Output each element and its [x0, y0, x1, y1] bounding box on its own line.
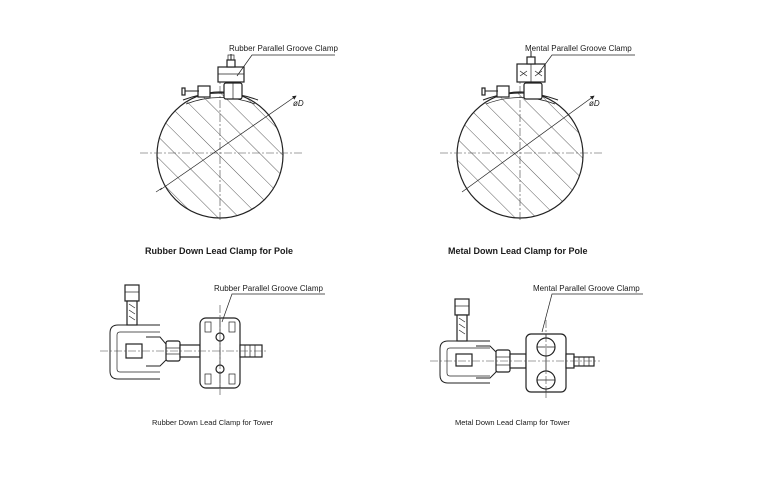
groove-clamp-body	[217, 54, 245, 100]
pole-clamp-rubber: Rubber Parallel Groove Clamp øD Rubber D…	[140, 44, 338, 256]
callout-leader	[541, 293, 643, 333]
groove-clamp-body	[516, 51, 546, 100]
caption: Rubber Down Lead Clamp for Tower	[152, 418, 274, 427]
caption: Metal Down Lead Clamp for Pole	[448, 246, 588, 256]
pole-clamp-metal: Mental Parallel Groove Clamp øD Metal Do…	[440, 44, 635, 256]
callout-label: Mental Parallel Groove Clamp	[533, 284, 640, 293]
caption: Rubber Down Lead Clamp for Pole	[145, 246, 293, 256]
tower-clamp-metal: Mental Parallel Groove Clamp Metal Down …	[430, 284, 643, 427]
tower-clamp-rubber: Rubber Parallel Groove Clamp Rubber Down…	[100, 284, 325, 427]
pole-section	[440, 72, 602, 222]
pole-section	[140, 72, 302, 222]
band-strap	[182, 92, 259, 101]
callout-label: Rubber Parallel Groove Clamp	[229, 44, 338, 53]
callout-leader	[221, 293, 325, 323]
yoke	[109, 324, 160, 380]
diameter-dimension-line	[461, 95, 595, 193]
band-buckle	[181, 85, 211, 98]
bolt	[454, 298, 470, 342]
bolt	[124, 284, 140, 326]
callout-leader	[236, 54, 335, 77]
groove-clamp-body	[525, 333, 575, 393]
band-strap-inner	[185, 97, 256, 105]
callout-leader	[537, 54, 635, 75]
callout-label: Mental Parallel Groove Clamp	[525, 44, 632, 53]
band-strap	[482, 92, 559, 101]
caption: Metal Down Lead Clamp for Tower	[455, 418, 570, 427]
yoke-nut	[455, 353, 473, 367]
band-strap-inner	[485, 97, 556, 105]
callout-label: Rubber Parallel Groove Clamp	[214, 284, 323, 293]
band-buckle	[481, 85, 510, 98]
yoke	[439, 340, 490, 384]
diameter-label: øD	[589, 99, 600, 108]
diameter-label: øD	[293, 99, 304, 108]
diameter-dimension-line	[159, 95, 297, 191]
